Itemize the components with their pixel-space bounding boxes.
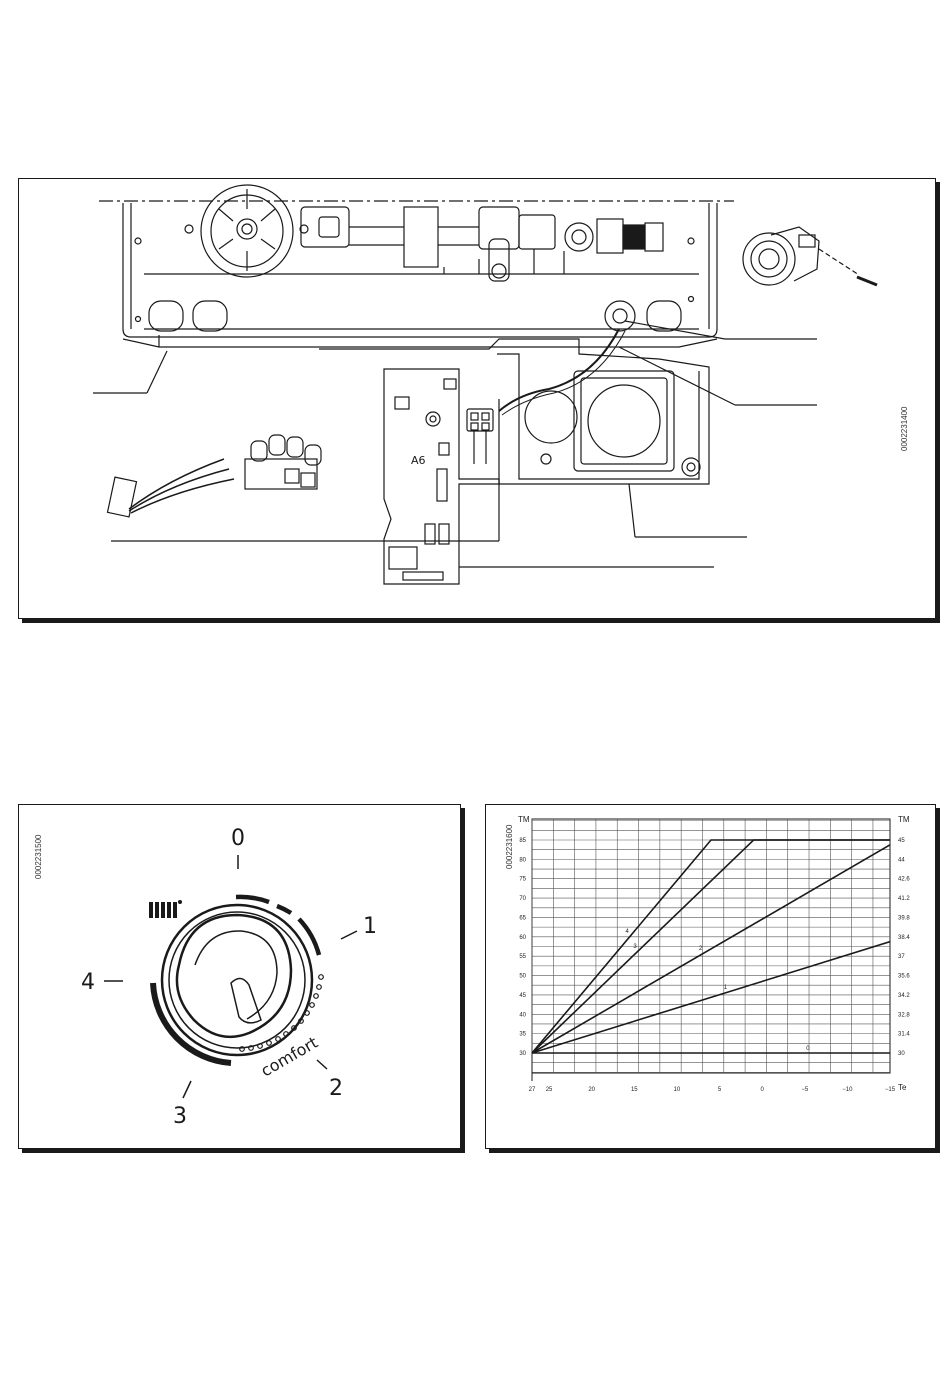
left-tick-label: 45 (519, 993, 526, 999)
x-tick-label: 27 (529, 1087, 536, 1093)
heating-curve-chart: 0002231600 TM TM Te 30354045505560657075… (486, 805, 937, 1150)
figure-code-dial: 0002231500 (34, 834, 43, 879)
x-tick-label: −15 (885, 1087, 896, 1093)
chart-frame (532, 819, 890, 1073)
curve-label-0: 0 (806, 1046, 810, 1052)
right-tick-label: 31.4 (898, 1032, 910, 1038)
left-tick-label: 35 (519, 1032, 526, 1038)
right-tick-label: 30 (898, 1051, 905, 1057)
right-tick-label: 34.2 (898, 993, 910, 999)
right-tick-label: 37 (898, 954, 905, 960)
dial-label-1: 1 (363, 914, 377, 939)
radiator-icon (149, 900, 182, 918)
x-tick-label: −5 (801, 1087, 809, 1093)
left-tick-label: 80 (519, 857, 526, 863)
comfort-label: comfort (258, 1033, 322, 1081)
left-tick-label: 40 (519, 1012, 526, 1018)
figure-code-chart: 0002231600 (505, 824, 514, 869)
curve-label-4: 4 (625, 929, 629, 935)
x-tick-label: 15 (631, 1087, 638, 1093)
boiler-wiring-figure: A6 0002231400 (18, 178, 936, 619)
dial-label-4: 4 (81, 970, 95, 995)
boiler-wiring-drawing: A6 0002231400 (19, 179, 937, 620)
dial-label-0: 0 (231, 826, 245, 851)
x-tick-label: 20 (588, 1087, 595, 1093)
right-axis-label: TM (898, 815, 910, 824)
right-tick-label: 39.8 (898, 915, 910, 921)
right-tick-label: 42.6 (898, 877, 910, 883)
left-tick-label: 70 (519, 896, 526, 902)
x-tick-label: 25 (546, 1087, 553, 1093)
right-tick-label: 38.4 (898, 935, 910, 941)
x-tick-label: 5 (718, 1087, 722, 1093)
right-tick-label: 44 (898, 857, 905, 863)
right-tick-label: 41.2 (898, 896, 910, 902)
board-label: A6 (411, 454, 426, 467)
x-tick-label: −10 (842, 1087, 853, 1093)
curve-1 (532, 942, 890, 1053)
left-tick-label: 50 (519, 974, 526, 980)
dial-label-3: 3 (173, 1104, 187, 1129)
x-axis-label: Te (898, 1083, 907, 1092)
left-tick-label: 75 (519, 877, 526, 883)
left-tick-label: 60 (519, 935, 526, 941)
left-tick-label: 55 (519, 954, 526, 960)
dial-label-2: 2 (329, 1076, 343, 1101)
selector-dial-drawing: 0002231500 (19, 805, 462, 1150)
left-tick-label: 65 (519, 915, 526, 921)
left-tick-label: 85 (519, 838, 526, 844)
right-tick-label: 45 (898, 838, 905, 844)
curve-2 (532, 845, 890, 1053)
left-tick-label: 30 (519, 1051, 526, 1057)
right-tick-label: 32.8 (898, 1012, 910, 1018)
left-axis-label: TM (518, 815, 530, 824)
curve-label-1: 1 (724, 985, 728, 991)
x-tick-label: 0 (760, 1087, 764, 1093)
figure-code-top: 0002231400 (900, 406, 909, 451)
x-tick-label: 10 (674, 1087, 681, 1093)
selector-dial-figure: 0002231500 (18, 804, 461, 1149)
right-tick-label: 35.6 (898, 974, 910, 980)
